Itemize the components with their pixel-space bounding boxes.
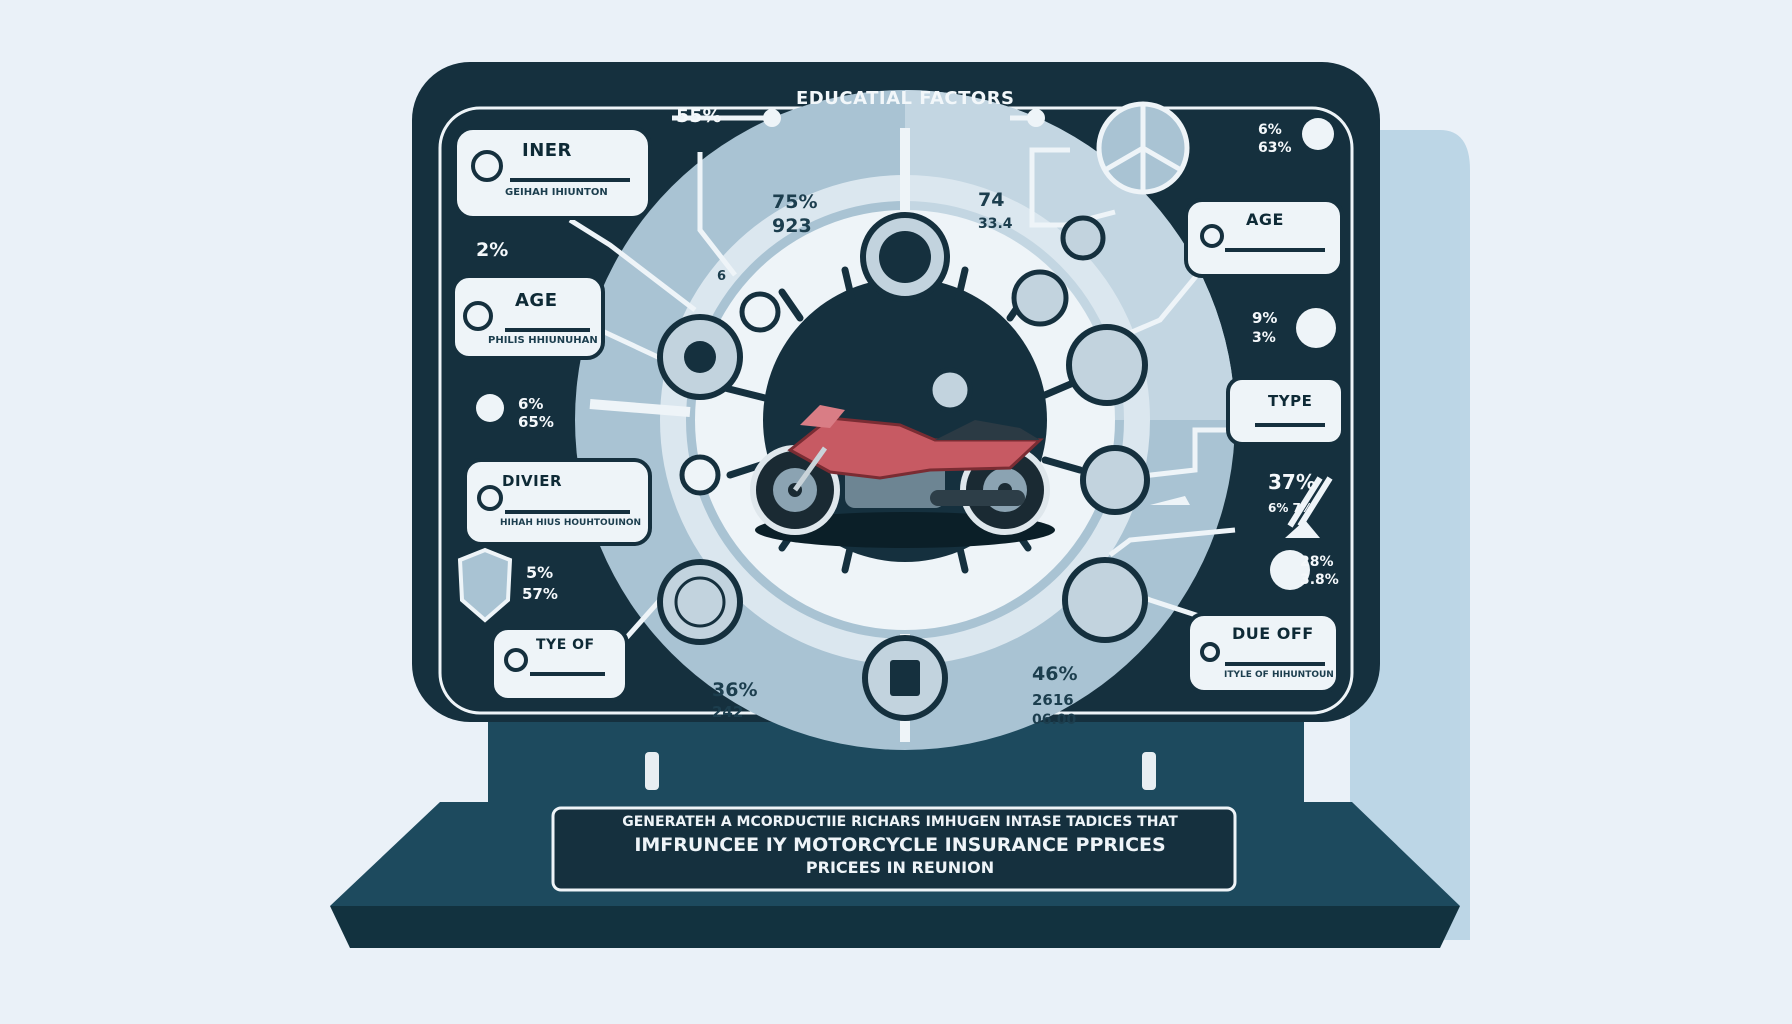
- stand-base-edge: [330, 906, 1460, 948]
- dot-icon-mid: [679, 454, 721, 496]
- motorcycle-icon: [750, 405, 1055, 548]
- right-cards: [1184, 198, 1345, 694]
- dot-icon-left: [739, 291, 781, 333]
- dot-icon-right: [1060, 215, 1106, 261]
- triangle-marks: [1150, 496, 1320, 538]
- card-left-2-sub: PHILIS HHIUNUHAN: [488, 335, 598, 346]
- stand-peg-right: [1142, 752, 1156, 790]
- stat-inner-tl2: 923: [772, 215, 812, 237]
- stat-inner-tr1: 74: [978, 189, 1005, 211]
- header-title: EDUCATIAL FACTORS: [796, 88, 1015, 109]
- banner-line-3: PRICEES IN REUNION: [805, 858, 995, 877]
- left-cards: [451, 126, 652, 702]
- lightbulb-icon-left: [476, 394, 504, 422]
- globe-icon: [1296, 308, 1336, 348]
- card-left-4-title: TYE OF: [536, 637, 595, 653]
- stat-right-a1: 6%: [1258, 122, 1282, 138]
- card-left-4: [490, 626, 629, 702]
- card-right-3: [1186, 612, 1340, 694]
- stat-right-d1: 28%: [1300, 554, 1334, 570]
- header-dot-left: [763, 109, 781, 127]
- stat-right-b2: 3%: [1252, 330, 1276, 346]
- stat-right-a2: 63%: [1258, 140, 1292, 156]
- stat-left-c2: 57%: [522, 585, 558, 603]
- tire-icon: [657, 559, 743, 645]
- banner-plate: [551, 806, 1237, 892]
- stat-inner-tl1: 75%: [772, 191, 818, 213]
- stat-right-b1: 9%: [1252, 309, 1278, 327]
- side-icons: [457, 101, 1336, 623]
- card-right-3-title: DUE OFF: [1232, 624, 1314, 643]
- stat-inner-bl2: 242: [712, 703, 744, 721]
- rider-icon: [1066, 324, 1148, 406]
- card-right-1: [1184, 198, 1344, 278]
- bicycle-icon: [1062, 557, 1148, 643]
- stat-inner-br1: 46%: [1032, 663, 1078, 685]
- stat-inner-br3: 06.00: [1032, 712, 1077, 728]
- stat-left-b1: 6%: [518, 395, 544, 413]
- stat-inner-br2: 2616: [1032, 691, 1074, 709]
- header-dot-right: [1027, 109, 1045, 127]
- card-right-3-sub: ITYLE OF HIHUNTOUN: [1224, 670, 1334, 680]
- stat-left-b2: 65%: [518, 413, 554, 431]
- stat-left-a: 2%: [476, 239, 509, 261]
- lightbulb-icon-right: [1302, 118, 1334, 150]
- mountain-icon: [1011, 269, 1069, 327]
- shield-icon: [457, 547, 513, 623]
- card-right-2: [1226, 376, 1345, 446]
- card-left-3-title: DIVIER: [502, 472, 563, 490]
- card-left-1: [453, 126, 652, 220]
- card-left-3-sub: HIHAH HIUS HOUHTOUINON: [500, 518, 642, 528]
- card-left-1-title: INER: [522, 140, 572, 161]
- card-right-2-title: TYPE: [1268, 392, 1313, 410]
- core-small-icon: [927, 367, 973, 413]
- card-left-3: [463, 458, 652, 546]
- card-glyphs: [463, 150, 1325, 676]
- stat-left-c1: 5%: [526, 563, 554, 582]
- card-right-1-title: AGE: [1246, 210, 1284, 229]
- banner-line-2: IMFRUNCEE IY MOTORCYCLE INSURANCE PPRICE…: [634, 834, 1166, 856]
- wheel-icons: [657, 212, 1150, 721]
- stat-top-mid: 55%: [676, 105, 722, 127]
- cog-icon: [1080, 445, 1150, 515]
- card-left-2-title: AGE: [515, 290, 558, 311]
- separator-left: [589, 399, 691, 417]
- recycle-icon: [1270, 550, 1310, 590]
- stat-inner-tr2: 33.4: [978, 216, 1013, 232]
- stat-tiny-6: 6: [717, 269, 727, 284]
- stat-inner-bl1: 36%: [712, 679, 758, 701]
- stand-peg-left: [645, 752, 659, 790]
- card-left-2: [451, 274, 605, 360]
- stat-right-c2: 6% 7%: [1268, 501, 1313, 515]
- slash-icon: [1287, 476, 1333, 528]
- banner-line-1: GENERATEH A MCORDUCTIIE RICHARS IMHUGEN …: [622, 814, 1178, 830]
- stat-right-c1: 37%: [1268, 470, 1316, 494]
- stat-right-d2: 3.8%: [1300, 572, 1339, 588]
- card-left-1-sub: GEIHAH IHIUNTON: [505, 187, 608, 198]
